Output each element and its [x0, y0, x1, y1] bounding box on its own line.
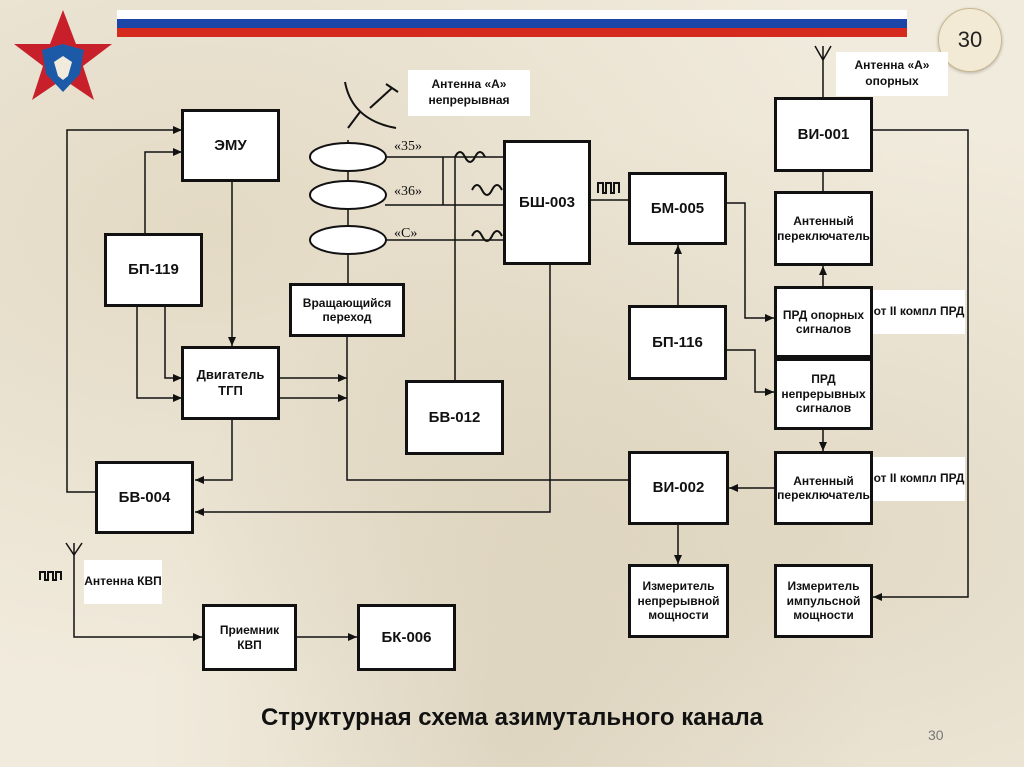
- antenna-a-continuous-label: Антенна «А» непрерывная: [408, 70, 530, 116]
- block-bv-012: БВ-012: [405, 380, 504, 455]
- block-bp-119: БП-119: [104, 233, 203, 307]
- block-meter-pulse: Измеритель импульсной мощности: [774, 564, 873, 638]
- block-emu: ЭМУ: [181, 109, 280, 182]
- block-bv-004: БВ-004: [95, 461, 194, 534]
- antenna-kvp-label: Антенна КВП: [84, 560, 162, 604]
- block-motor-tgp: Двигатель ТГП: [181, 346, 280, 420]
- channel-label: «35»: [394, 139, 422, 154]
- block-vi-002: ВИ-002: [628, 451, 729, 525]
- block-prd-reference: ПРД опорных сигналов: [774, 286, 873, 358]
- page-number: 30: [957, 27, 983, 52]
- footer-page-number: 30: [928, 727, 944, 743]
- block-rotary-joint: Вращающийся переход: [289, 283, 405, 337]
- flag-stripe: [117, 10, 907, 37]
- from-prd-label-2: от II компл ПРД: [873, 457, 965, 501]
- block-prd-continuous: ПРД непрерывных сигналов: [774, 358, 873, 430]
- block-bm-005: БМ-005: [628, 172, 727, 245]
- channel-label: «36»: [394, 184, 422, 199]
- block-antenna-switch-2: Антенный переключатель: [774, 451, 873, 525]
- block-bk-006: БК-006: [357, 604, 456, 671]
- block-antenna-switch-1: Антенный переключатель: [774, 191, 873, 266]
- pulse-signal-icon: [39, 182, 620, 581]
- flag-blue-band: [117, 19, 907, 28]
- army-star-logo-icon: [14, 10, 112, 100]
- block-vi-001: ВИ-001: [774, 97, 873, 172]
- antenna-icon: [814, 45, 832, 61]
- block-receiver-kvp: Приемник КВП: [202, 604, 297, 671]
- slide-title: Структурная схема азимутального канала: [260, 704, 764, 731]
- from-prd-label-1: от II компл ПРД: [873, 290, 965, 334]
- parabolic-antenna-icon: [344, 81, 399, 129]
- flag-red-band: [117, 28, 907, 37]
- flag-white-band: [117, 10, 907, 19]
- block-bsh-003: БШ-003: [503, 140, 591, 265]
- block-bp-116: БП-116: [628, 305, 727, 380]
- block-meter-continuous: Измеритель непрерывной мощности: [628, 564, 729, 638]
- page-number-badge: 30: [938, 8, 1002, 72]
- channel-label: «С»: [394, 226, 418, 241]
- wave-signal-icon: [454, 151, 503, 242]
- antenna-a-reference-label: Антенна «А» опорных: [836, 52, 948, 96]
